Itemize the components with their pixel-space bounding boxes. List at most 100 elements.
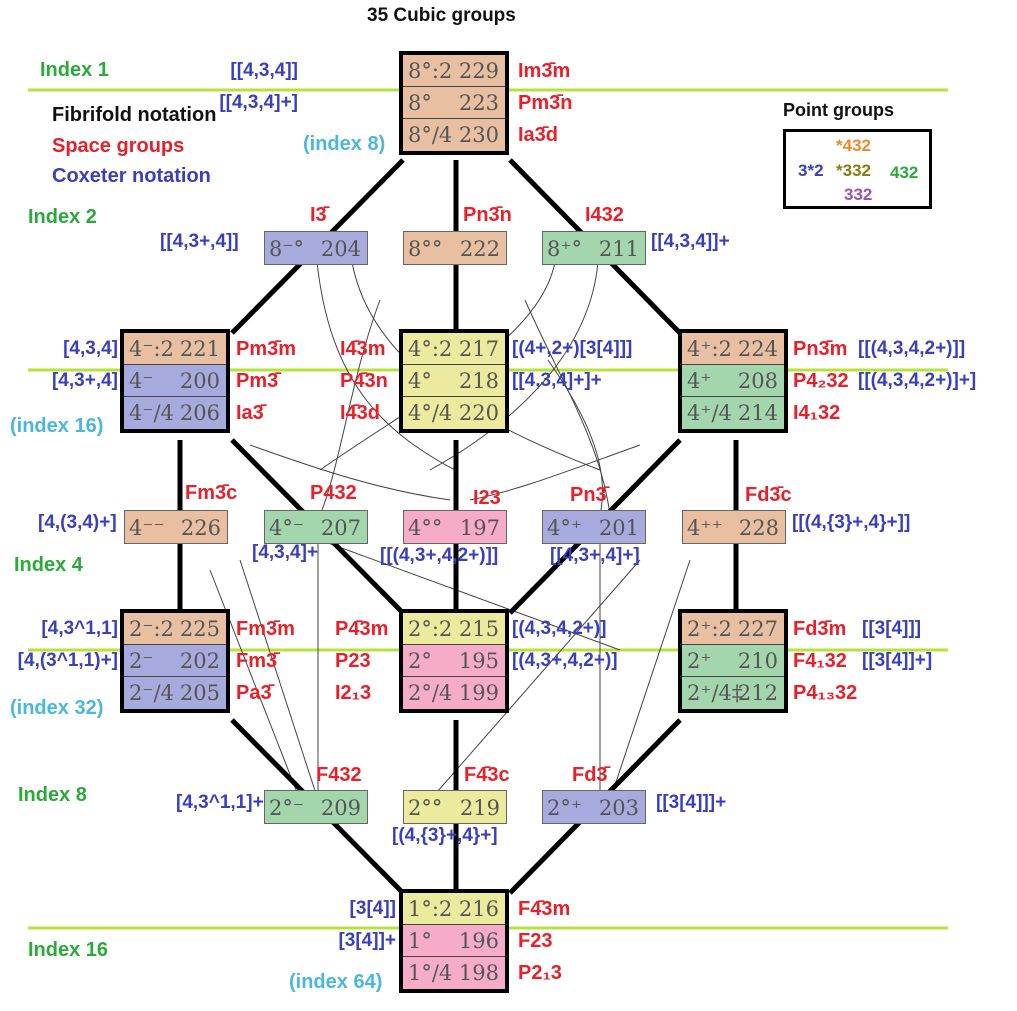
coxeter-notation: [[(4,3,4,2+)]] — [858, 338, 966, 359]
space-group-number: 216 — [458, 897, 499, 921]
fibrifold-symbol: 4⁻:2 — [129, 337, 174, 361]
space-group-symbol: P4₁₃32 — [793, 682, 858, 704]
coxeter-notation: [[3[4]]+] — [862, 650, 933, 671]
space-group-symbol: P4̄3n — [340, 370, 388, 392]
coxeter-notation: [(4,{3}+,4}+] — [392, 825, 498, 846]
index-32-sub: (index 32) — [10, 697, 104, 719]
index-8-sub: (index 8) — [303, 133, 386, 155]
space-group-symbol: Pn3̄n — [463, 204, 512, 226]
space-group-number: 207 — [320, 516, 361, 540]
space-group-symbol: Pa3̄ — [236, 682, 272, 704]
coxeter-notation: [4,(3,4)+] — [38, 512, 117, 533]
fibrifold-symbol: 4⁺:2 — [687, 337, 732, 361]
coxeter-notation: [4,3^1,1]+ — [176, 792, 264, 813]
coxeter-notation: [[4,3,4]+]+ — [512, 370, 602, 391]
space-group-symbol: P23 — [335, 650, 371, 672]
point-groups-box: *432 3*2 *332 432 332 — [783, 129, 932, 209]
coxeter-notation: [[4,3+,4]] — [160, 231, 239, 252]
coxeter-notation: [4,(3^1,1)+] — [17, 650, 118, 671]
fibrifold-symbol: 4°:2 — [408, 337, 453, 361]
pg-332: 332 — [844, 185, 873, 204]
fibrifold-symbol: 8⁺° — [547, 237, 582, 261]
coxeter-notation: [3[4]]+ — [338, 930, 396, 951]
fibrifold-symbol: 4°/4 — [408, 401, 453, 425]
space-group-symbol: Fm3̄c — [185, 482, 238, 504]
space-group-number: 220 — [458, 401, 499, 425]
space-group-number: 225 — [179, 617, 220, 641]
space-group-symbol: F4₁32 — [793, 650, 847, 672]
space-group-symbol: Pn3̄m — [793, 338, 848, 360]
fibrifold-symbol: 1°:2 — [408, 897, 453, 921]
coxeter-notation: [(4+,2+)[3[4]]] — [512, 338, 633, 359]
space-group-number: 211 — [598, 237, 639, 261]
coxeter-notation: [4,3,4] — [63, 338, 118, 359]
coxeter-notation: [4,3^1,1] — [41, 618, 118, 639]
space-group-symbol: Fd3̄ — [572, 764, 608, 786]
index-16-label: Index 16 — [28, 939, 109, 961]
group-box-i209: 2°⁻209 — [264, 790, 368, 824]
fibrifold-symbol: 4°° — [408, 516, 443, 540]
coxeter-notation: [[3[4]]]+ — [656, 792, 727, 813]
space-group-symbol: Pm3̄m — [236, 338, 297, 360]
space-group-symbol: F23 — [518, 930, 553, 952]
fibrifold-symbol: 2⁺:2 — [687, 617, 732, 641]
space-group-symbol: I4₁32 — [793, 402, 841, 424]
legend-coxeter: Coxeter notation — [52, 165, 211, 187]
space-group-symbol: P4₂32 — [793, 370, 849, 392]
fibrifold-symbol: 1° — [408, 929, 432, 953]
fibrifold-symbol: 8°:2 — [408, 59, 453, 83]
space-group-symbol: Pm3̄n — [518, 92, 573, 114]
space-group-number: 210 — [737, 649, 778, 673]
space-group-number: 226 — [180, 516, 221, 540]
fibrifold-symbol: 4⁺ — [687, 369, 712, 393]
fibrifold-symbol: 2°:2 — [408, 617, 453, 641]
space-group-symbol: Fd3̄m — [793, 618, 847, 640]
group-box-i226: 4⁻⁻226 — [124, 510, 228, 544]
coxeter-notation: [4,3+,4] — [51, 370, 118, 391]
fibrifold-symbol: 2⁻:2 — [129, 617, 174, 641]
space-group-number: 228 — [738, 516, 779, 540]
fibrifold-symbol: 2° — [408, 649, 432, 673]
group-cell: 4⁻200 — [124, 365, 226, 397]
pg-3star2: 3*2 — [798, 161, 824, 180]
group-box-i228: 4⁺⁺228 — [682, 510, 786, 544]
space-group-number: 205 — [179, 681, 220, 705]
coxeter-notation: [[(4,3,4,2+)]+] — [858, 370, 977, 391]
fibrifold-symbol: 2⁻/4 — [129, 681, 174, 705]
space-group-number: 203 — [598, 796, 639, 820]
space-group-symbol: Pm3̄ — [236, 370, 279, 392]
fibrifold-symbol: 4°⁻ — [269, 516, 304, 540]
fibrifold-symbol: 2°° — [408, 796, 443, 820]
space-group-number: 214 — [737, 401, 778, 425]
space-group-symbol: Fm3̄m — [236, 618, 295, 640]
group-box-i201: 4°⁺201 — [542, 510, 646, 544]
diagram-title: 35 Cubic groups — [367, 5, 516, 26]
space-group-symbol: Im3̄m — [518, 60, 571, 82]
space-group-number: 217 — [458, 337, 499, 361]
space-group-number: 198 — [458, 961, 499, 985]
pg-332-star: *332 — [836, 161, 871, 180]
coxeter-notation: [3[4]] — [349, 898, 396, 919]
space-group-number: 218 — [458, 369, 499, 393]
fibrifold-symbol: 8°/4 — [408, 123, 453, 147]
